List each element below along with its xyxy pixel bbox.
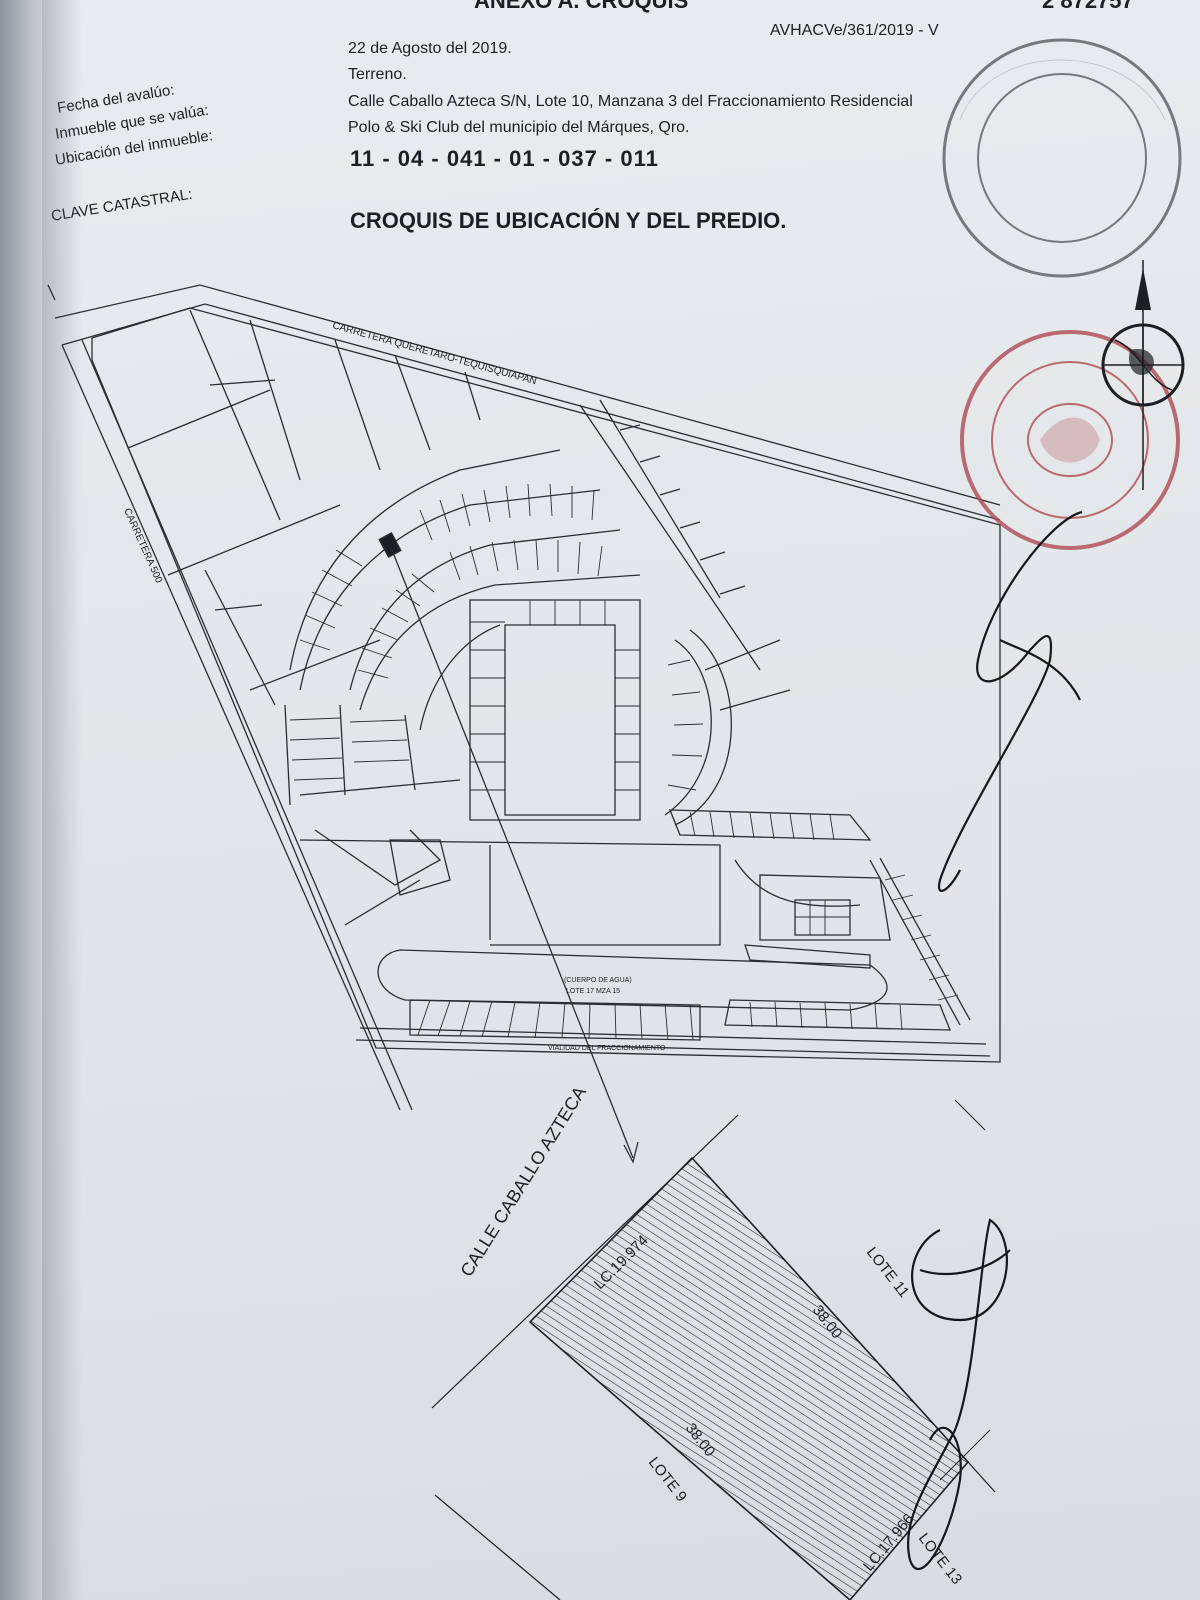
reference-code: AVHACVe/361/2019 - V	[770, 22, 939, 39]
value-fecha: 22 de Agosto del 2019.	[348, 40, 512, 57]
signature-upper	[937, 510, 1083, 892]
label-neighbor-left: LOTE 9	[645, 1454, 690, 1505]
value-clave-catastral: 11 - 04 - 041 - 01 - 037 - 011	[350, 146, 659, 171]
document-page: ANEXO A. CROQUIS 2 872757 AVHACVe/361/20…	[42, 0, 1200, 1600]
valuer-stamp	[942, 38, 1182, 278]
value-inmueble: Terreno.	[348, 66, 407, 83]
label-neighbor-back: LOTE 13	[915, 1530, 965, 1588]
folio-number: 2 872757	[1042, 0, 1134, 13]
compass-rose-icon	[1101, 260, 1185, 490]
value-ubicacion-line2: Polo & Ski Club del municipio del Márque…	[348, 119, 690, 136]
label-street: CALLE CABALLO AZTECA	[456, 1083, 590, 1280]
binder-edge	[0, 0, 42, 1600]
subject-lot-marker	[378, 532, 402, 558]
label-water-body-1: (CUERPO DE AGUA)	[564, 977, 632, 984]
label-internal-road: VIALIDAD DEL FRACCIONAMIENTO	[548, 1045, 666, 1052]
value-ubicacion-line1: Calle Caballo Azteca S/N, Lote 10, Manza…	[348, 93, 913, 110]
subdivision-plan	[47, 284, 1001, 1164]
annex-header: ANEXO A. CROQUIS	[474, 0, 689, 13]
label-water-body-2: LOTE 17 MZA 15	[566, 988, 620, 995]
lot-detail	[431, 1099, 996, 1600]
signature-lower	[906, 1218, 1011, 1570]
label-neighbor-right: LOTE 11	[863, 1244, 913, 1301]
croquis-title: CROQUIS DE UBICACIÓN Y DEL PREDIO.	[350, 208, 787, 233]
